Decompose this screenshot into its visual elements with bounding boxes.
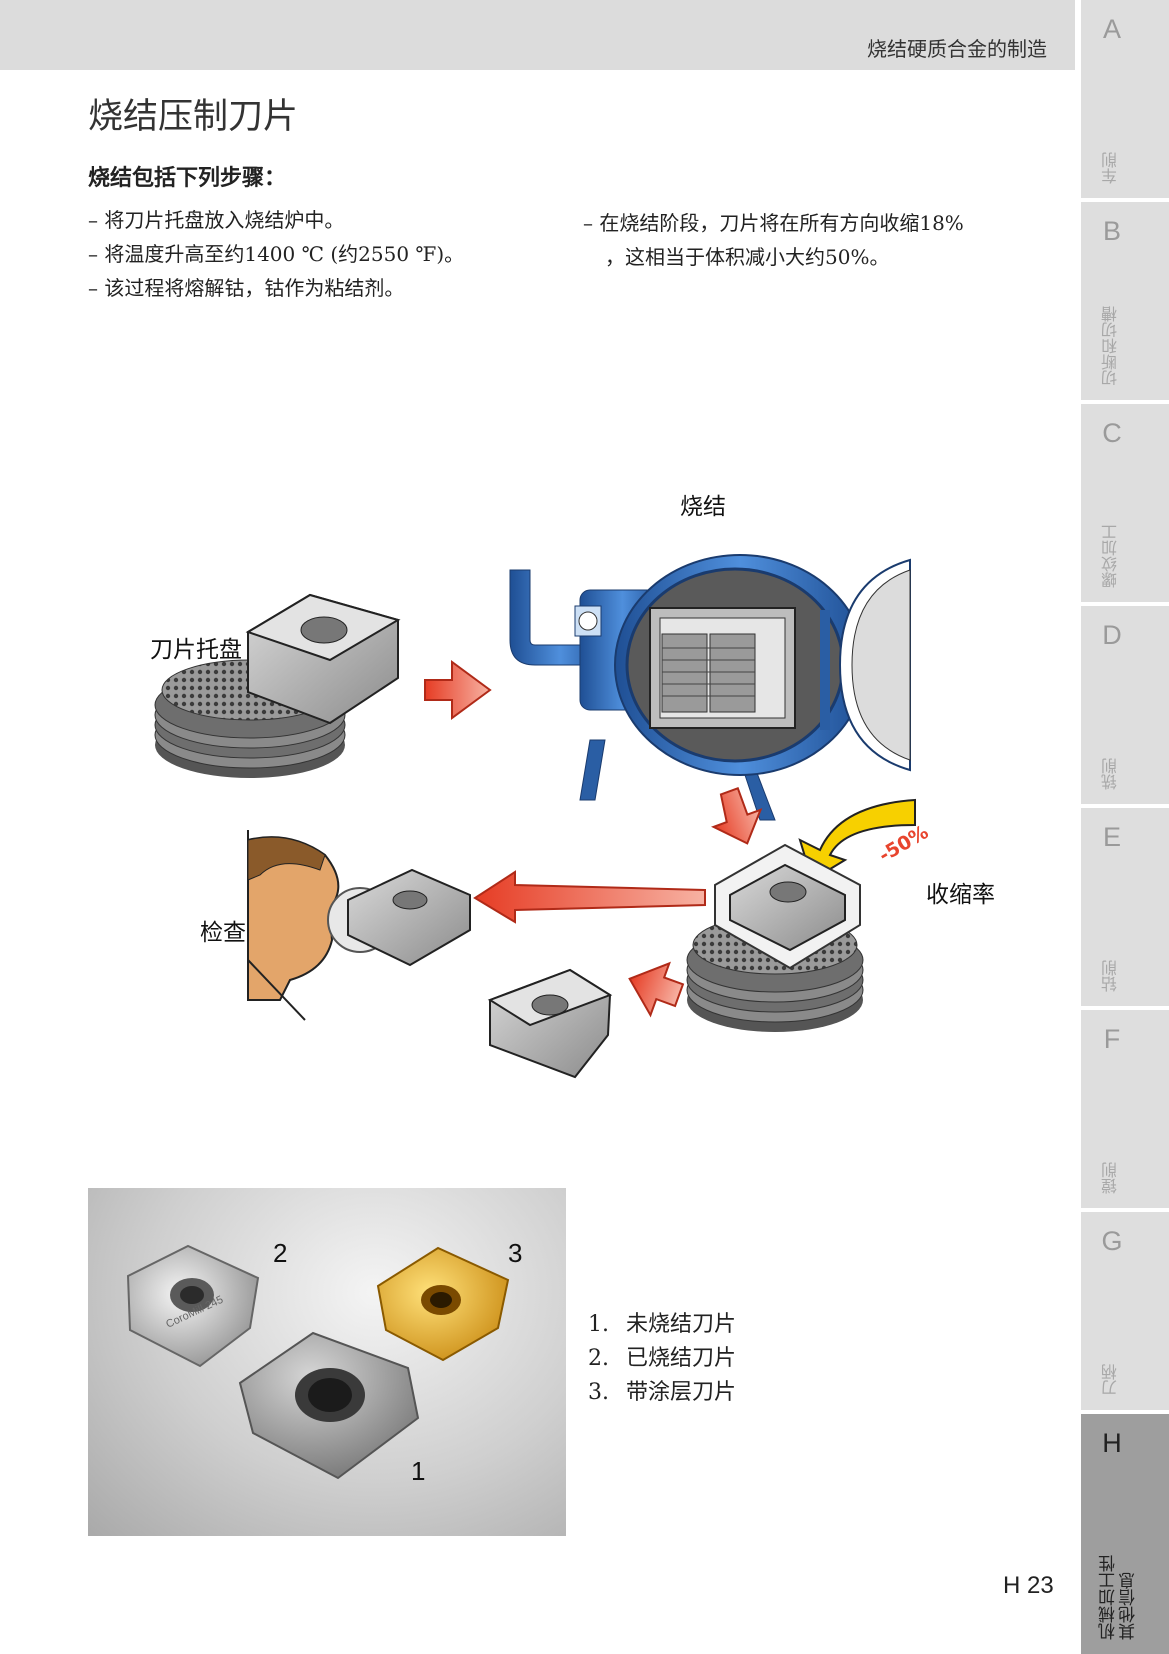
legend-item: 1. 未烧结刀片	[588, 1308, 736, 1342]
tab-e[interactable]: E 钻削	[1081, 808, 1169, 1006]
step-item: – 在烧结阶段，刀片将在所有方向收缩18%	[583, 211, 964, 235]
tab-letter: G	[1101, 1226, 1123, 1256]
tab-letter: E	[1102, 822, 1121, 852]
tab-a[interactable]: A 车削	[1081, 0, 1169, 198]
chapter-tabs: A 车削 B 切断和切槽 C 螺纹加工 D 铣削 E 钻削 F 镗削 G 刀柄 …	[1081, 0, 1169, 1654]
photo-legend: 1. 未烧结刀片 2. 已烧结刀片 3. 带涂层刀片	[588, 1308, 736, 1410]
tab-label: 钻削	[1101, 960, 1120, 992]
legend-text: 未烧结刀片	[626, 1312, 737, 1337]
sintering-diagram: 烧结 刀片托盘 检查 收缩率 -50%	[140, 494, 1020, 1140]
label-sinter: 烧结	[680, 494, 726, 520]
inspector-head	[247, 830, 342, 1021]
inserts-photo: CoroMill 245 2 3 1	[88, 1188, 566, 1536]
legend-number: 3.	[588, 1380, 609, 1405]
page-number: H 23	[1003, 1572, 1054, 1599]
inserts-photo-illustration: CoroMill 245	[126, 1244, 510, 1480]
header-bar: 烧结硬质合金的制造	[0, 0, 1075, 70]
tab-letter: C	[1102, 418, 1122, 448]
tab-label: 车削	[1101, 152, 1120, 184]
legend-item: 3. 带涂层刀片	[588, 1376, 736, 1410]
photo-number-3: 3	[508, 1238, 523, 1268]
furnace	[509, 554, 911, 821]
tab-label: 螺纹加工	[1101, 524, 1120, 588]
legend-text: 已烧结刀片	[626, 1346, 737, 1371]
tab-letter: B	[1102, 216, 1121, 246]
photo-number-2: 2	[273, 1238, 288, 1268]
step-item: – 该过程将熔解钴，钴作为粘结剂。	[88, 276, 405, 300]
page-title: 烧结压制刀片	[88, 97, 299, 137]
tab-d[interactable]: D 铣削	[1081, 606, 1169, 804]
legend-number: 1.	[588, 1312, 609, 1337]
insert-coated	[376, 1246, 510, 1362]
photo-number-1: 1	[411, 1456, 426, 1486]
step-item-continued: ，这相当于体积减小大约50%。	[605, 245, 890, 269]
tab-b[interactable]: B 切断和切槽	[1081, 202, 1169, 400]
insert-shrunk	[714, 843, 861, 970]
legend-number: 2.	[588, 1346, 609, 1371]
insert-inspected	[347, 868, 471, 967]
tab-label: 铣削	[1101, 758, 1120, 790]
insert-sintered	[126, 1244, 260, 1368]
sintering-illustration	[154, 554, 916, 1079]
tab-label: 刀柄	[1101, 1364, 1120, 1396]
tab-letter: H	[1102, 1428, 1122, 1458]
tab-c[interactable]: C 螺纹加工	[1081, 404, 1169, 602]
label-shrink: 收缩率	[926, 882, 995, 908]
legend-item: 2. 已烧结刀片	[588, 1342, 736, 1376]
steps-left-column: – 将刀片托盘放入烧结炉中。 – 将温度升高至约1400 ℃ (约2550 ℉)…	[88, 203, 464, 305]
tab-f[interactable]: F 镗削	[1081, 1010, 1169, 1208]
tab-letter: D	[1102, 620, 1122, 650]
steps-right-column: – 在烧结阶段，刀片将在所有方向收缩18% ，这相当于体积减小大约50%。	[583, 206, 1053, 274]
tab-h[interactable]: H 机械加工性 其他信息	[1081, 1414, 1169, 1654]
step-item: – 将刀片托盘放入烧结炉中。	[88, 208, 345, 232]
step-item: – 将温度升高至约1400 ℃ (约2550 ℉)。	[88, 242, 465, 266]
section-subheading: 烧结包括下列步骤：	[88, 166, 287, 191]
insert-final	[487, 968, 613, 1079]
insert-left	[245, 593, 401, 725]
label-inspect: 检查	[200, 920, 246, 946]
tab-g[interactable]: G 刀柄	[1081, 1212, 1169, 1410]
tab-label: 镗削	[1101, 1162, 1120, 1194]
legend-text: 带涂层刀片	[626, 1380, 737, 1405]
label-tray: 刀片托盘	[150, 637, 242, 663]
insert-unsintered	[238, 1331, 420, 1480]
header-title: 烧结硬质合金的制造	[867, 37, 1047, 61]
tab-label: 机械加工性 其他信息	[1099, 1555, 1139, 1640]
tab-label: 切断和切槽	[1101, 306, 1120, 386]
tab-letter: A	[1102, 14, 1121, 44]
tab-letter: F	[1103, 1024, 1121, 1054]
